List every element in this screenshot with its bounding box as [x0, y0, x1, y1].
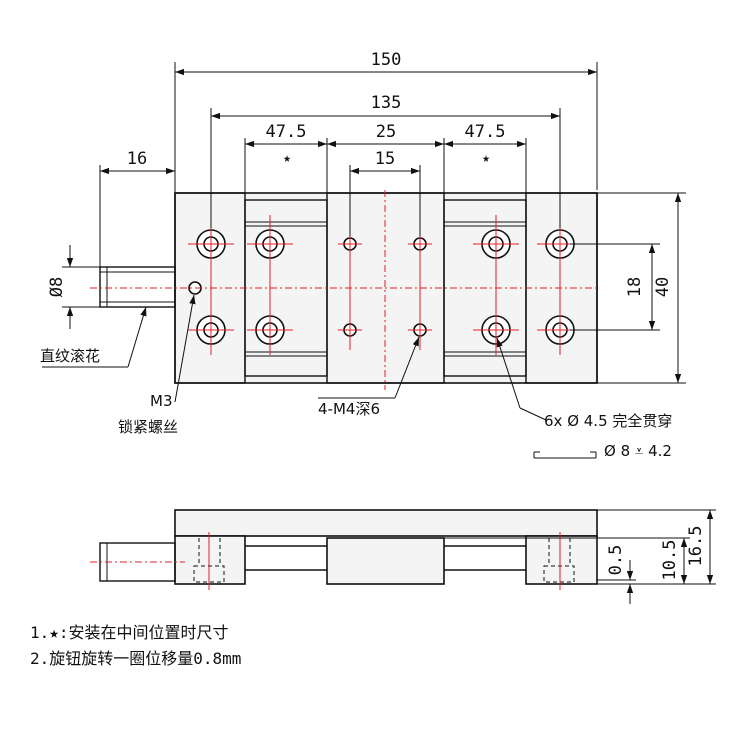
callout-m3: M3: [150, 392, 173, 410]
callout-m4: 4-M4深6: [318, 400, 380, 418]
star-left: ★: [283, 151, 291, 166]
knurled-knob: [99, 266, 176, 308]
callout-counterbore: Ø 8 ⩡ 4.2: [604, 442, 672, 460]
callout-lock-screw: 锁紧螺丝: [118, 418, 178, 436]
leader-lines: [42, 294, 597, 459]
dim-16-5: 16.5: [686, 526, 706, 567]
dim-15: 15: [375, 149, 395, 169]
side-right-block: [525, 535, 598, 585]
dim-phi8: Ø8: [47, 277, 67, 297]
dim-25: 25: [376, 122, 396, 142]
top-view: 150 135 47.5 25 47.5 ★ ★ 15 16 Ø8 18 40 …: [40, 50, 686, 460]
center-lines: [90, 190, 600, 390]
dim-16: 16: [127, 149, 147, 169]
dim-47-5-right: 47.5: [465, 122, 506, 142]
dim-10-5: 10.5: [660, 540, 680, 581]
dim-150: 150: [371, 50, 402, 70]
dim-135: 135: [371, 93, 402, 113]
extension-lines: [62, 62, 686, 384]
notes: 1.★:安装在中间位置时尺寸 2.旋钮旋转一圈位移量0.8mm: [30, 623, 241, 668]
side-top-plate: [174, 509, 598, 537]
dim-18: 18: [625, 277, 645, 297]
star-right: ★: [482, 151, 490, 166]
side-dimension-lines: [626, 510, 714, 604]
dim-40: 40: [653, 277, 673, 297]
note-2: 2.旋钮旋转一圈位移量0.8mm: [30, 649, 241, 668]
dim-0-5: 0.5: [606, 545, 626, 576]
callout-knurl: 直纹滚花: [40, 347, 100, 365]
side-left-block: [174, 535, 246, 585]
side-center-carriage: [326, 537, 445, 585]
callout-through-holes: 6x Ø 4.5 完全贯穿: [544, 412, 672, 430]
note-1: 1.★:安装在中间位置时尺寸: [30, 623, 229, 642]
side-view: 0.5 10.5 16.5: [90, 509, 716, 604]
side-extension-lines: [444, 509, 716, 585]
dimension-lines: [66, 68, 682, 383]
dim-47-5-left: 47.5: [266, 122, 307, 142]
